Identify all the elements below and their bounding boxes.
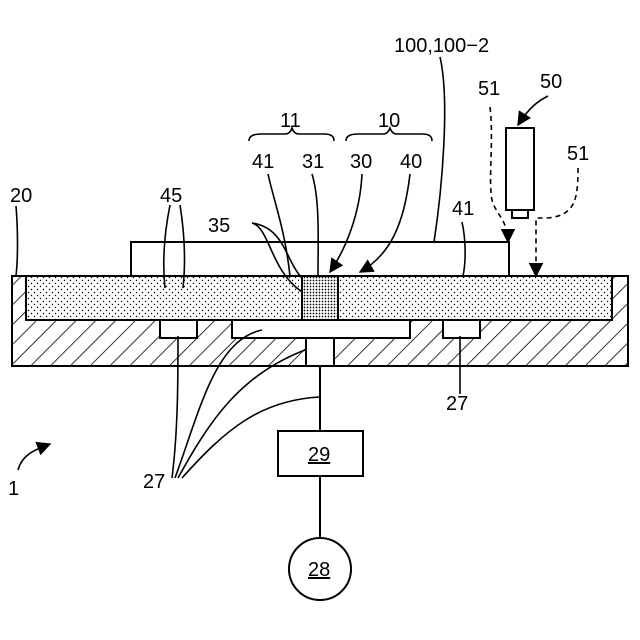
groove-left bbox=[160, 320, 197, 338]
leader-substrate bbox=[434, 57, 445, 242]
label-20: 20 bbox=[10, 185, 32, 207]
label-1: 1 bbox=[8, 478, 19, 500]
label-27-right: 27 bbox=[446, 393, 468, 415]
vacuum-port bbox=[306, 338, 334, 366]
label-50: 50 bbox=[540, 71, 562, 93]
label-10: 10 bbox=[378, 110, 400, 132]
head-arrow bbox=[518, 96, 548, 125]
apparatus-arrow bbox=[18, 444, 50, 470]
label-40: 40 bbox=[400, 151, 422, 173]
label-51-left: 51 bbox=[478, 78, 500, 100]
label-27-bottom: 27 bbox=[143, 471, 165, 493]
label-11: 11 bbox=[280, 110, 301, 132]
label-100: 100,100−2 bbox=[394, 35, 489, 57]
label-41-right: 41 bbox=[452, 198, 474, 220]
label-30: 30 bbox=[350, 151, 372, 173]
label-28: 28 bbox=[308, 559, 330, 581]
beam-path-right bbox=[536, 168, 578, 276]
label-51-right: 51 bbox=[567, 143, 589, 165]
label-31: 31 bbox=[302, 151, 324, 173]
label-29: 29 bbox=[308, 444, 330, 466]
leader-20 bbox=[16, 206, 18, 276]
substrate bbox=[131, 242, 509, 276]
dense-plug bbox=[302, 276, 338, 320]
label-41-left: 41 bbox=[252, 151, 274, 173]
groove-center bbox=[232, 320, 410, 338]
laser-nozzle bbox=[512, 210, 528, 218]
label-45: 45 bbox=[160, 185, 182, 207]
groove-right bbox=[443, 320, 480, 338]
laser-head bbox=[506, 128, 534, 210]
label-35: 35 bbox=[208, 215, 230, 237]
